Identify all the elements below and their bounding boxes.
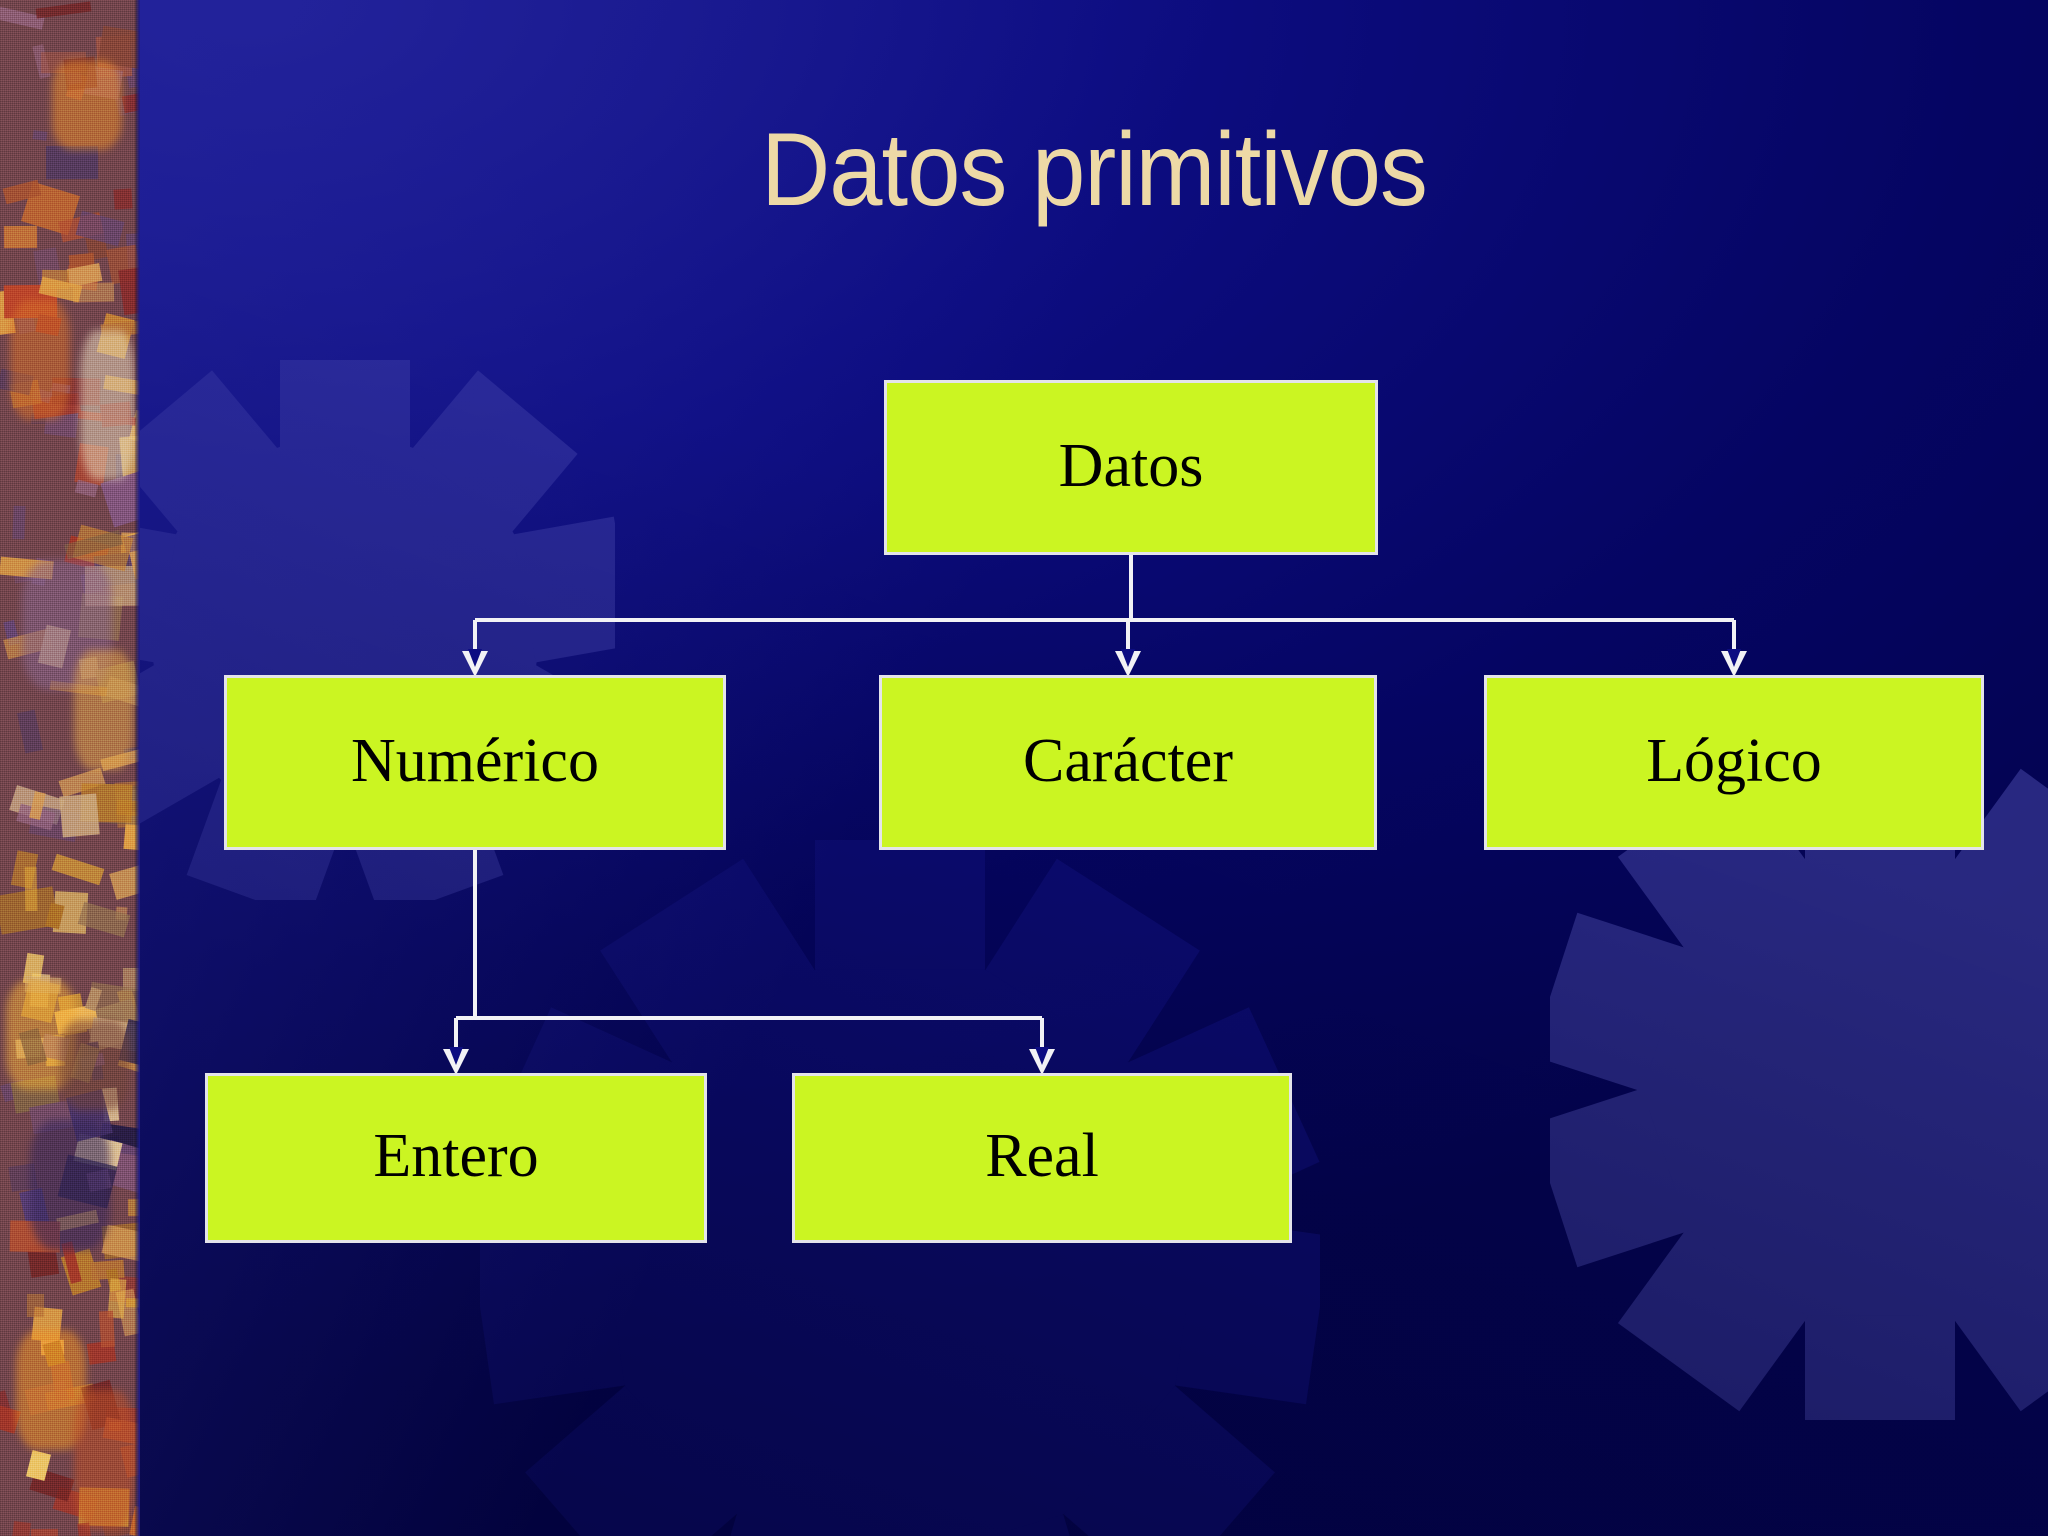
connector-arrowhead (1721, 651, 1747, 677)
tree-node-label: Numérico (351, 730, 599, 792)
connector-line (1129, 555, 1133, 620)
tree-node-label: Lógico (1646, 730, 1822, 792)
connector-arrowhead (1029, 1049, 1055, 1075)
connector-line (475, 618, 1734, 622)
connector-line (473, 850, 477, 1018)
tree-node-datos[interactable]: Datos (884, 380, 1378, 555)
tree-node-numerico[interactable]: Numérico (224, 675, 726, 850)
connector-arrowhead (1115, 651, 1141, 677)
tree-node-logico[interactable]: Lógico (1484, 675, 1984, 850)
tree-node-label: Real (985, 1125, 1099, 1187)
connector-line (456, 1016, 1042, 1020)
connector-arrowhead (443, 1049, 469, 1075)
connector-arrowhead (462, 651, 488, 677)
tree-node-label: Datos (1059, 435, 1204, 497)
tree-node-real[interactable]: Real (792, 1073, 1292, 1243)
tree-node-entero[interactable]: Entero (205, 1073, 707, 1243)
tree-node-label: Carácter (1023, 730, 1233, 792)
tree-node-label: Entero (373, 1125, 538, 1187)
tree-node-caracter[interactable]: Carácter (879, 675, 1377, 850)
